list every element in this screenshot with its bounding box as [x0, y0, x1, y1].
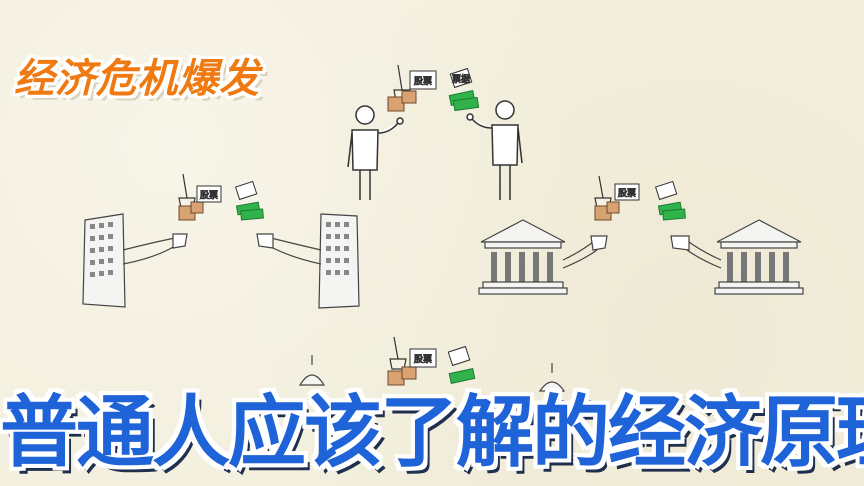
office-building-icon: [256, 213, 360, 309]
svg-text:股票: 股票: [200, 190, 218, 201]
top-title: 经济危机爆发: [14, 56, 260, 102]
video-caption: 普通人应该了解的经济原理: [0, 388, 864, 478]
bill-icon: [654, 180, 678, 201]
box-icon: [594, 201, 620, 221]
bill-icon: 票据: [449, 67, 473, 89]
svg-text:股票: 股票: [414, 354, 432, 365]
scene-governments-exchange: 股票: [298, 336, 566, 392]
money-icon: [448, 90, 480, 112]
office-building-icon: [82, 213, 188, 308]
person-icon: [347, 105, 404, 200]
svg-text:票据: 票据: [452, 73, 470, 85]
box-icon: [387, 366, 417, 386]
stock-sign-icon: 股票: [196, 185, 222, 203]
money-icon: [657, 201, 686, 221]
bank-icon: [670, 219, 804, 295]
scene-people-exchange: 股票 票据: [347, 64, 523, 200]
stock-sign-icon: 股票: [614, 183, 640, 201]
scene-banks-exchange: 股票: [478, 175, 804, 295]
person-icon: [466, 100, 523, 200]
bank-icon: [478, 219, 608, 295]
money-icon: [235, 201, 264, 221]
svg-text:股票: 股票: [414, 76, 432, 87]
svg-text:股票: 股票: [618, 188, 636, 199]
stock-sign-icon: 股票: [409, 348, 437, 368]
money-icon: [448, 368, 476, 384]
box-icon: [178, 201, 204, 221]
bill-icon: [447, 345, 471, 367]
broom-icon: [389, 336, 407, 370]
bill-icon: [234, 180, 258, 201]
government-dome-icon: [298, 355, 326, 386]
box-icon: [387, 90, 417, 112]
scene-companies-exchange: 股票: [82, 173, 360, 309]
government-dome-icon: [538, 363, 566, 392]
stock-sign-icon: 股票: [409, 70, 437, 90]
